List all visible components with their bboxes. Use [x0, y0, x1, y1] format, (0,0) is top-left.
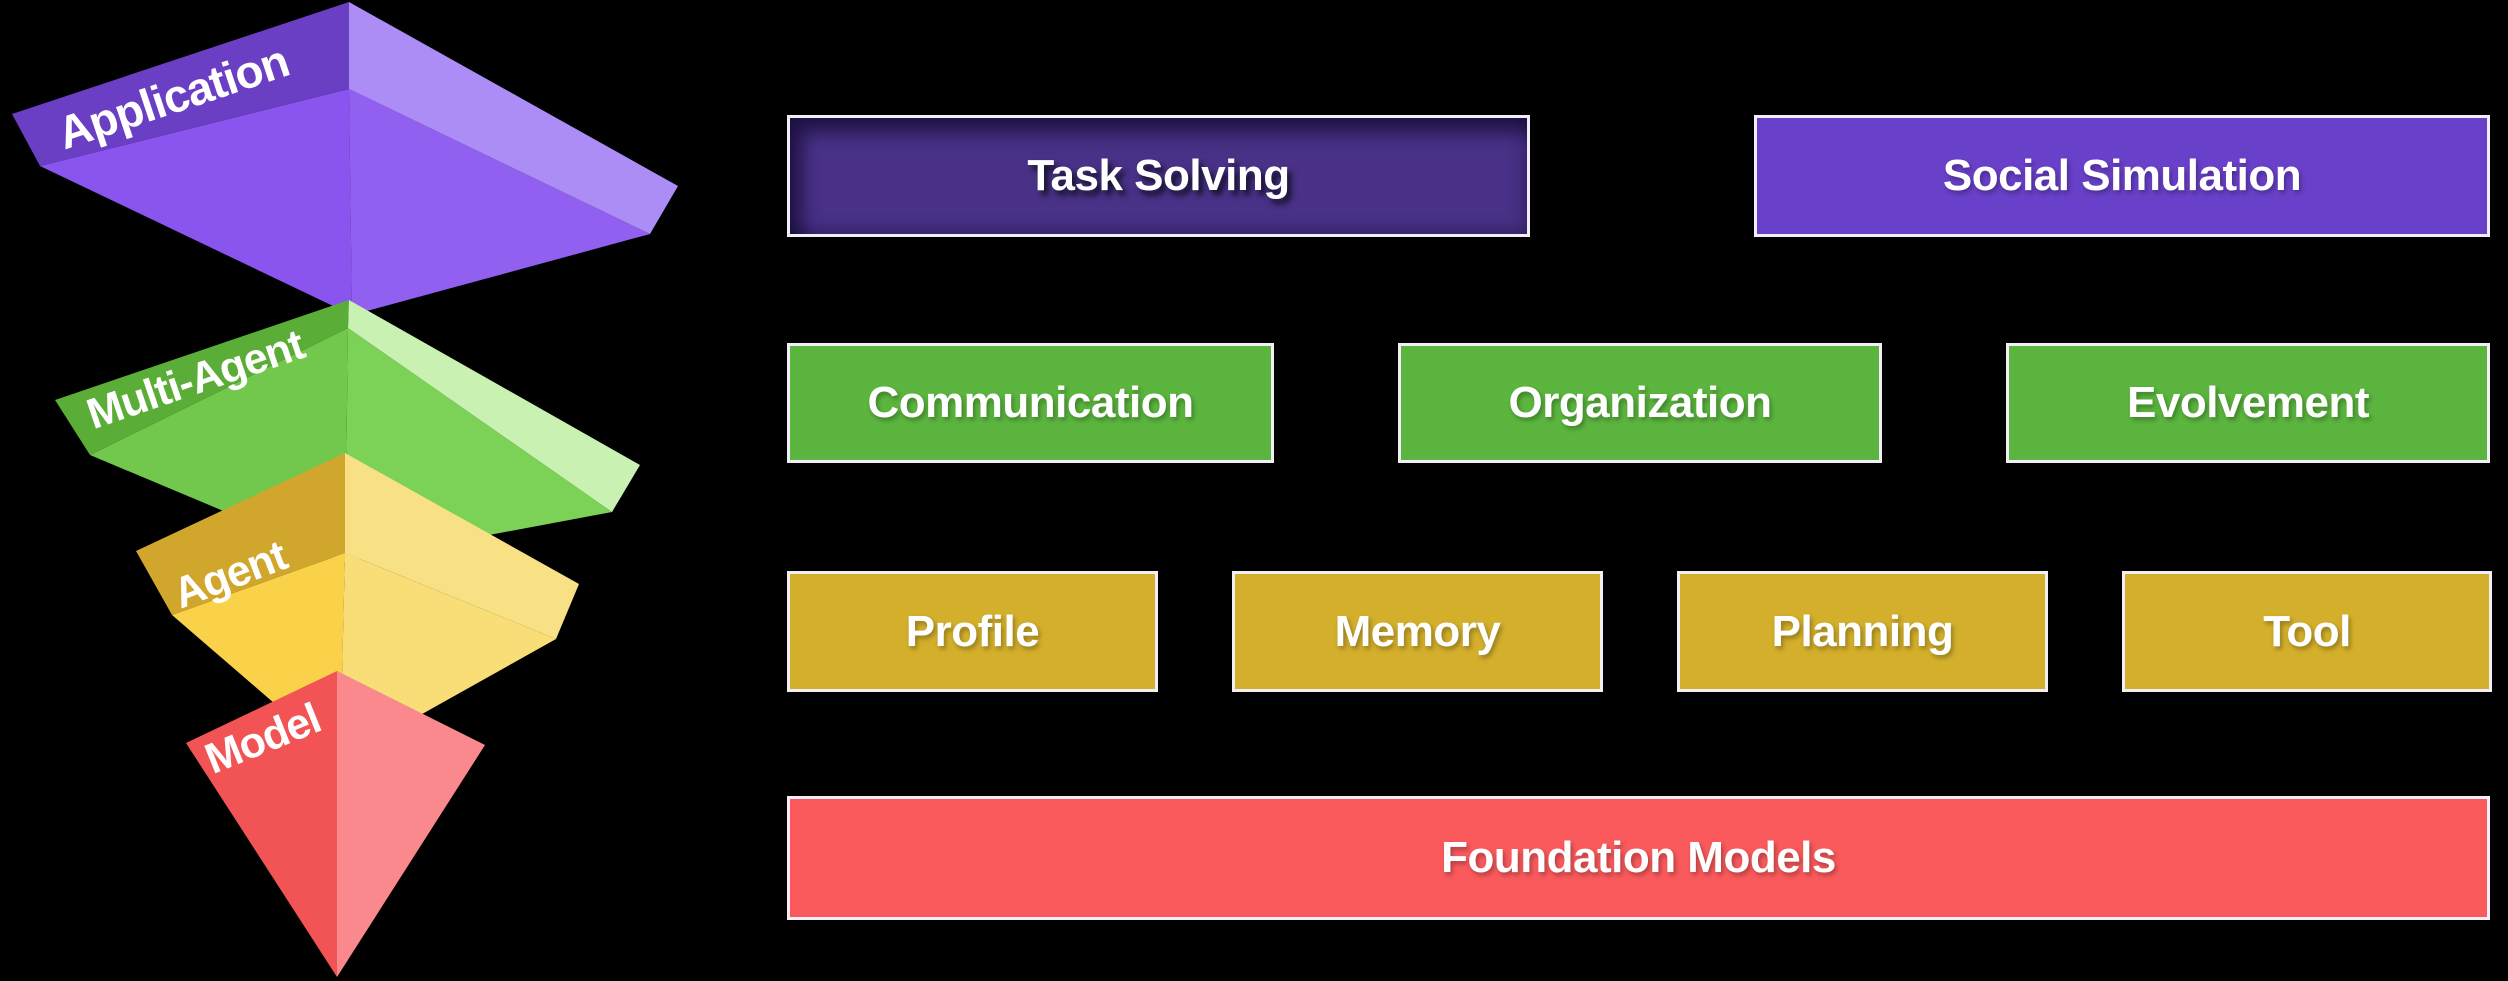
communication-box: Communication — [787, 343, 1274, 463]
inverted-pyramid: Application Multi-Agent Agent Model — [12, 2, 678, 977]
agent-light-face — [345, 453, 579, 639]
application-front-left-face — [40, 89, 352, 315]
tool-box: Tool — [2122, 571, 2492, 692]
communication-label: Communication — [867, 378, 1194, 427]
agent-dark-face — [136, 453, 345, 615]
application-light-face — [349, 2, 678, 234]
application-front-right-face — [349, 89, 650, 315]
task-solving-box: Task Solving — [787, 115, 1530, 237]
model-front-right-face — [337, 671, 485, 977]
evolvement-box: Evolvement — [2006, 343, 2490, 463]
organization-label: Organization — [1508, 378, 1772, 427]
pyramid-layer-model: Model — [186, 671, 485, 977]
memory-box: Memory — [1232, 571, 1603, 692]
planning-label: Planning — [1771, 606, 1954, 656]
foundation-models-box: Foundation Models — [787, 796, 2490, 920]
model-front-left-face — [186, 671, 337, 977]
profile-box: Profile — [787, 571, 1158, 692]
profile-label: Profile — [905, 606, 1040, 656]
multi-agent-light-face — [348, 300, 640, 512]
pyramid-layer-application: Application — [12, 2, 678, 315]
tool-label: Tool — [2263, 606, 2351, 656]
foundation-models-label: Foundation Models — [1441, 833, 1836, 882]
application-dark-face — [12, 2, 349, 166]
planning-box: Planning — [1677, 571, 2048, 692]
memory-label: Memory — [1334, 606, 1501, 656]
evolvement-label: Evolvement — [2127, 378, 2369, 427]
organization-box: Organization — [1398, 343, 1882, 463]
social-simulation-label: Social Simulation — [1942, 151, 2302, 200]
task-solving-label: Task Solving — [1027, 151, 1290, 200]
social-simulation-box: Social Simulation — [1754, 115, 2490, 237]
multi-agent-dark-face — [55, 300, 349, 455]
